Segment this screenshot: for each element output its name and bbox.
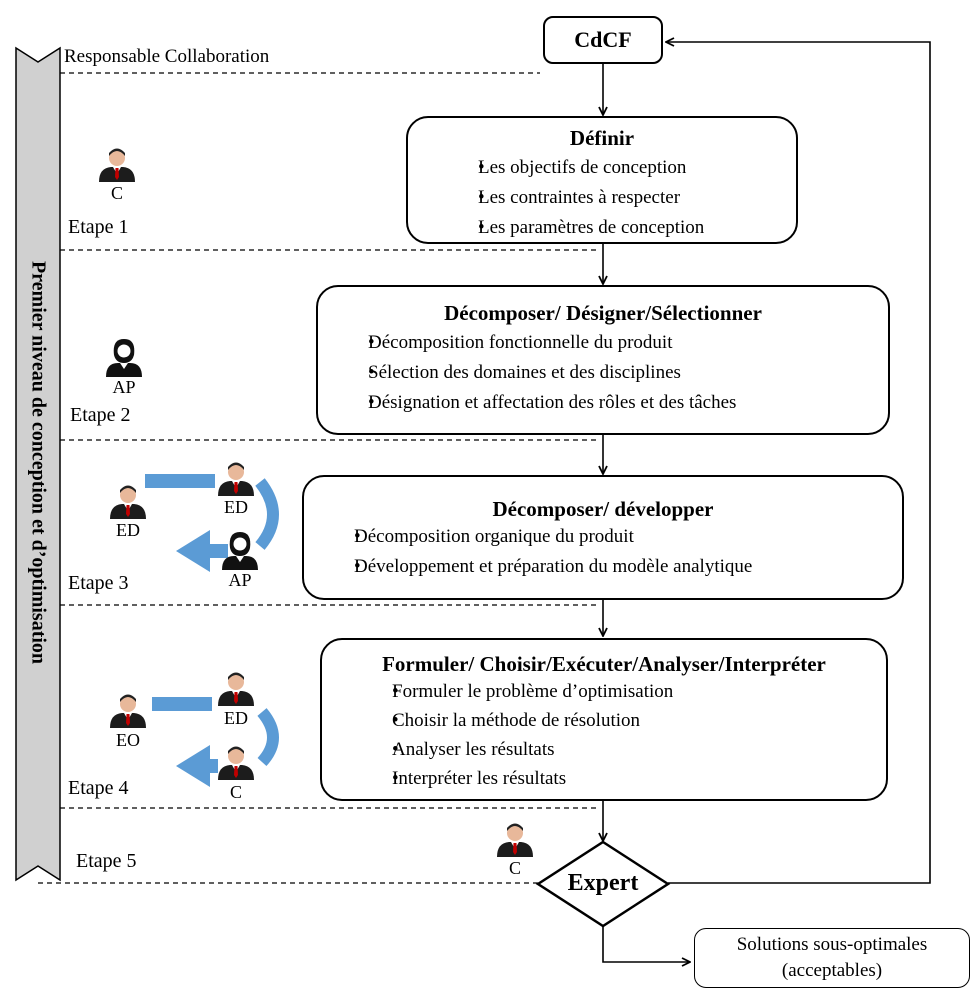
expert-label: Expert: [567, 870, 639, 896]
stage-separators: [38, 72, 600, 884]
role-label-ed-right: ED: [224, 497, 248, 517]
solutions-box: Solutions sous-optimales (acceptables): [694, 928, 970, 988]
step-label-3: Etape 3: [68, 572, 129, 594]
person-icon-ed-step4: [218, 672, 254, 706]
person-icon-c-step4: [218, 746, 254, 780]
box-formuler-item: Formuler le problème d’optimisation: [344, 677, 886, 706]
box-decomposer-designer: Décomposer/ Désigner/Sélectionner Décomp…: [316, 285, 890, 435]
role-label-ed-step4: ED: [224, 708, 248, 728]
box-formuler-item: Choisir la méthode de résolution: [344, 706, 886, 735]
box-decomposer-developper-item: Développement et préparation du modèle a…: [326, 552, 902, 582]
role-label-c-step1: C: [110, 183, 123, 203]
flow-arrows: [603, 42, 931, 962]
person-icon-eo: [110, 694, 146, 728]
step-label-5: Etape 5: [76, 850, 137, 872]
box-definir: Définir Les objectifs de conception Les …: [406, 116, 798, 244]
box-decomposer-designer-item: Décomposition fonctionnelle du produit: [340, 328, 888, 358]
step-label-4: Etape 4: [68, 777, 129, 799]
role-label-ap-step2: AP: [112, 377, 136, 397]
solutions-line1: Solutions sous-optimales: [736, 934, 928, 955]
side-banner-shape: [15, 46, 61, 882]
person-icon-ed-right: [218, 462, 254, 496]
responsable-label: Responsable Collaboration: [64, 46, 270, 67]
box-decomposer-designer-item: Sélection des domaines et des discipline…: [340, 358, 888, 388]
box-definir-title: Définir: [569, 126, 635, 150]
box-definir-item: Les contraintes à respecter: [430, 183, 796, 213]
step-label-1: Etape 1: [68, 216, 129, 238]
box-decomposer-developper-title: Décomposer/ développer: [492, 497, 714, 521]
cycle-arrows-step3: [145, 474, 279, 572]
person-icon-ed-left: [110, 485, 146, 519]
cycle-arrows-step4: [152, 697, 279, 787]
box-definir-item: Les paramètres de conception: [430, 213, 796, 243]
role-label-c-step5: C: [508, 858, 521, 878]
person-icon-c-step1: [99, 148, 135, 182]
box-decomposer-developper-item: Décomposition organique du produit: [326, 522, 902, 552]
person-icon-c-step5: [497, 823, 533, 857]
box-definir-item: Les objectifs de conception: [430, 153, 796, 183]
box-formuler-title: Formuler/ Choisir/Exécuter/Analyser/Inte…: [382, 652, 826, 676]
solutions-line2: (acceptables): [781, 960, 883, 981]
role-label-eo: EO: [116, 730, 140, 750]
box-decomposer-developper: Décomposer/ développer Décomposition org…: [302, 475, 904, 600]
box-formuler-item: Analyser les résultats: [344, 735, 886, 764]
role-label-c-step4: C: [229, 782, 242, 802]
step-label-2: Etape 2: [70, 404, 131, 426]
box-formuler-item: Interpréter les résultats: [344, 764, 886, 793]
cdcf-box: CdCF: [543, 16, 663, 64]
role-label-ed-left: ED: [116, 520, 140, 540]
side-banner-text: Premier niveau de conception et d’optimi…: [27, 260, 50, 665]
expert-diamond: [535, 840, 671, 928]
cdcf-label: CdCF: [574, 27, 632, 52]
role-label-ap-step3: AP: [228, 570, 252, 590]
box-decomposer-designer-title: Décomposer/ Désigner/Sélectionner: [444, 301, 762, 325]
box-decomposer-designer-item: Désignation et affectation des rôles et …: [340, 388, 888, 418]
person-icon-ap-step2: [106, 339, 142, 377]
box-formuler: Formuler/ Choisir/Exécuter/Analyser/Inte…: [320, 638, 888, 801]
